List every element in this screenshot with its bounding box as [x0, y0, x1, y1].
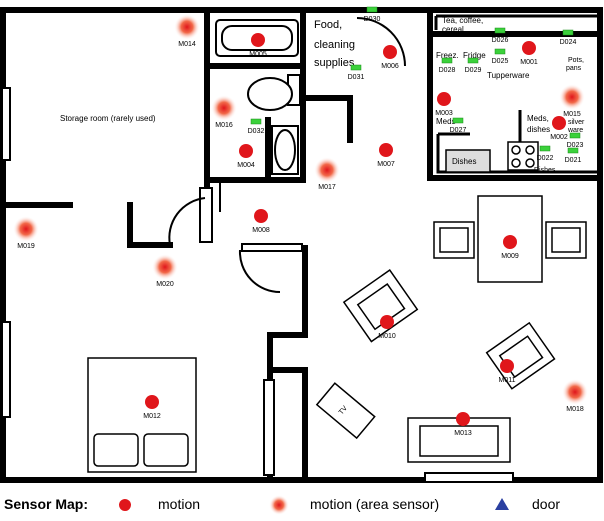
door-sensor-label: D031	[348, 74, 365, 81]
motion-sensor-m001	[522, 41, 536, 55]
legend-motion-icon	[119, 499, 131, 511]
motion-sensor-m004	[239, 144, 253, 158]
area-sensor-label: M020	[156, 281, 174, 288]
motion-sensor-label: M001	[520, 59, 538, 66]
motion-sensor-m006	[383, 45, 397, 59]
dishes-label: Dishes	[452, 157, 476, 166]
legend: Sensor Map: motion motion (area sensor) …	[0, 488, 604, 521]
legend-motion-label: motion	[158, 496, 201, 512]
tv-label: TV	[338, 405, 349, 417]
area-sensor-m016	[211, 95, 237, 121]
motion-sensor-label: M013	[454, 430, 472, 437]
freezer-label: Freez.	[436, 51, 459, 60]
legend-door-label: door	[532, 496, 561, 512]
door-sensor-label: D021	[565, 157, 582, 164]
motion-sensor-label: M003	[435, 110, 453, 117]
motion-sensor-m008	[254, 209, 268, 223]
motion-sensor-m010	[380, 315, 394, 329]
living-furniture	[87, 141, 587, 473]
motion-sensor-m003	[437, 92, 451, 106]
motion-sensor-label: M012	[143, 413, 161, 420]
motion-sensor-m009	[503, 235, 517, 249]
storage-room-label: Storage room (rarely used)	[60, 114, 156, 123]
area-sensor-m017	[314, 157, 340, 183]
motion-sensor-m005	[251, 33, 265, 47]
motion-sensor-m002	[552, 116, 566, 130]
area-sensor-m015	[559, 84, 585, 110]
motion-sensor-label: M011	[499, 377, 516, 384]
door-sensor-d027	[452, 117, 464, 124]
motion-sensor-m007	[379, 143, 393, 157]
pots-label-2: pans	[566, 65, 582, 72]
tupperware-label: Tupperware	[487, 71, 530, 80]
area-sensor-m014	[174, 14, 200, 40]
area-sensor-label: M018	[566, 406, 584, 413]
area-sensor-label: M014	[178, 41, 196, 48]
silverware-label-2: ware	[567, 127, 583, 134]
tea-label-1: Tea, coffee,	[442, 16, 483, 25]
door-sensor-label: D028	[439, 67, 456, 74]
legend-door-icon	[495, 498, 509, 510]
motion-sensor-label: M009	[501, 253, 519, 260]
door-sensor-label: D032	[248, 128, 265, 135]
motion-sensor-label: M002	[550, 134, 568, 141]
area-sensor-m019	[13, 216, 39, 242]
motion-sensor-label: M010	[378, 333, 396, 340]
legend-area-icon	[269, 495, 289, 515]
motion-sensor-label: M004	[237, 162, 255, 169]
motion-sensor-m013	[456, 412, 470, 426]
door-sensor-label: D030	[364, 16, 381, 23]
door-sensor-d026	[494, 27, 506, 34]
door-sensor-d024	[562, 29, 574, 36]
door-sensor-d022	[539, 145, 551, 152]
area-sensor-label: M015	[563, 111, 581, 118]
area-sensor-label: M016	[215, 122, 233, 129]
meds-label: Meds	[436, 117, 456, 126]
door-sensor-label: D022	[537, 155, 554, 162]
fridge-label: Fridge	[463, 51, 486, 60]
door-sensor-d031	[350, 64, 362, 71]
area-sensor-m020	[152, 254, 178, 280]
door-sensor-d025	[494, 48, 506, 55]
area-sensor-label: M017	[318, 184, 336, 191]
legend-title: Sensor Map:	[4, 496, 89, 512]
door-sensor-label: D024	[560, 39, 577, 46]
motion-sensor-m012	[145, 395, 159, 409]
food-label-2: cleaning	[314, 39, 355, 51]
door-sensor-d021	[567, 147, 579, 154]
area-sensor-m018	[562, 379, 588, 405]
food-label-1: Food,	[314, 19, 342, 31]
door-sensor-d029	[467, 57, 479, 64]
door-sensor-label: D023	[567, 142, 584, 149]
dishes2-label: Dishes	[534, 167, 556, 174]
pots-label-1: Pots,	[568, 57, 584, 64]
door-sensor-d032	[250, 118, 262, 125]
tea-label-2: cereal	[442, 25, 464, 34]
area-sensor-label: M019	[17, 243, 35, 250]
motion-sensor-label: M005	[249, 51, 267, 58]
legend-area-label: motion (area sensor)	[310, 496, 440, 512]
silverware-label-1: silver	[568, 119, 585, 126]
motion-sensor-label: M006	[381, 63, 399, 70]
door-sensor-d023	[569, 132, 581, 139]
door-sensor-label: D026	[492, 37, 509, 44]
motion-sensor-m011	[500, 359, 514, 373]
door-sensor-d030	[366, 6, 378, 13]
meds-dishes-label-1: Meds,	[527, 114, 549, 123]
door-sensor-label: D027	[450, 127, 467, 134]
meds-dishes-label-2: dishes	[527, 125, 550, 134]
motion-sensor-label: M007	[377, 161, 395, 168]
motion-sensor-label: M008	[252, 227, 270, 234]
food-label-3: supplies	[314, 57, 355, 69]
door-sensor-label: D025	[492, 58, 509, 65]
door-sensor-d028	[441, 57, 453, 64]
door-sensor-label: D029	[465, 67, 482, 74]
